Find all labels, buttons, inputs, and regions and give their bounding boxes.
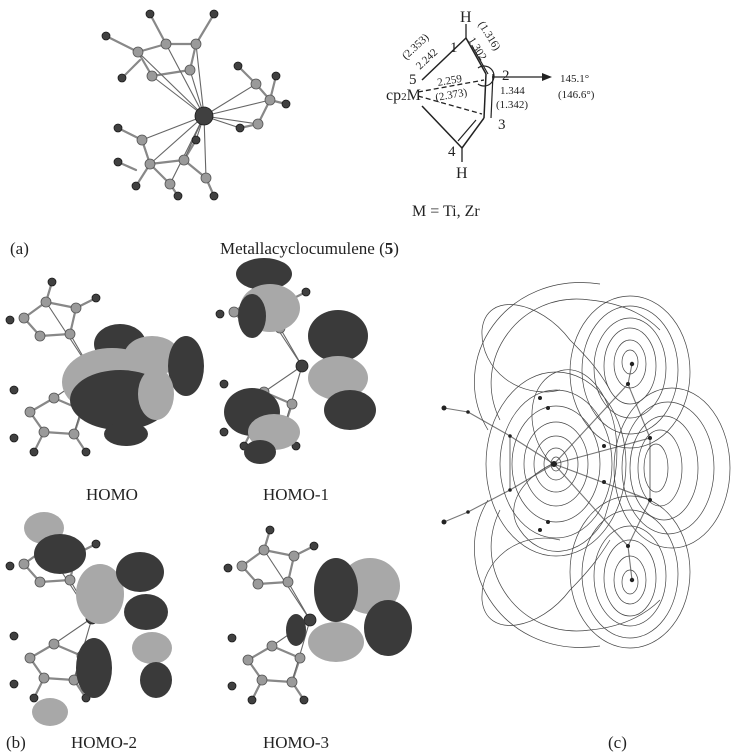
- panel-a-caption: Metallacyclocumulene (5): [220, 239, 399, 258]
- orbital-homo-3: [222, 524, 412, 706]
- metal-definition: M = Ti, Zr: [412, 203, 480, 220]
- atom-label-5: 5: [409, 72, 417, 88]
- atom-label-4: 4: [448, 144, 456, 160]
- bond-c2-c3-paren: (1.342): [496, 99, 528, 111]
- atom-label-3: 3: [498, 117, 506, 133]
- angle-value-paren: (146.6°): [558, 89, 595, 101]
- caption-text: Metallacyclocumulene (: [220, 239, 385, 258]
- panel-label-a: (a): [10, 239, 29, 258]
- metal-symbol: M: [407, 87, 421, 104]
- atom-label-2: 2: [502, 68, 510, 84]
- orbital-homo-2: [4, 512, 172, 726]
- atom-h-top: H: [460, 9, 472, 26]
- panel-label-c: (c): [608, 733, 627, 752]
- molecule-model-a: [101, 9, 291, 201]
- structural-formula: H 1 2 3 4 H 5 cp2M (2.353) 2.242 (1.316)…: [386, 9, 595, 220]
- bond-c2-c3: 1.344: [500, 85, 525, 97]
- bond-m-c2-paren: (2.373): [434, 87, 468, 104]
- orbital-homo: [4, 276, 204, 458]
- orbital-homo-1: [214, 258, 376, 464]
- caption-compound-number: 5: [385, 239, 394, 258]
- metal-cp-count: 2: [401, 91, 407, 103]
- orbital-label-homo: HOMO: [86, 485, 138, 504]
- metal-cp: cp: [386, 87, 401, 104]
- orbital-label-homo-3: HOMO-3: [263, 733, 329, 752]
- panel-label-b: (b): [6, 733, 26, 752]
- orbital-label-homo-1: HOMO-1: [263, 485, 329, 504]
- caption-close: ): [393, 239, 399, 258]
- contour-plot: [441, 282, 731, 649]
- angle-value: 145.1°: [560, 73, 589, 85]
- orbital-label-homo-2: HOMO-2: [71, 733, 137, 752]
- metal-fragment-label: cp2M: [386, 87, 421, 104]
- atom-label-1: 1: [450, 40, 458, 56]
- bond-m-c2: 2.259: [436, 73, 463, 89]
- atom-h-bottom: H: [456, 165, 468, 182]
